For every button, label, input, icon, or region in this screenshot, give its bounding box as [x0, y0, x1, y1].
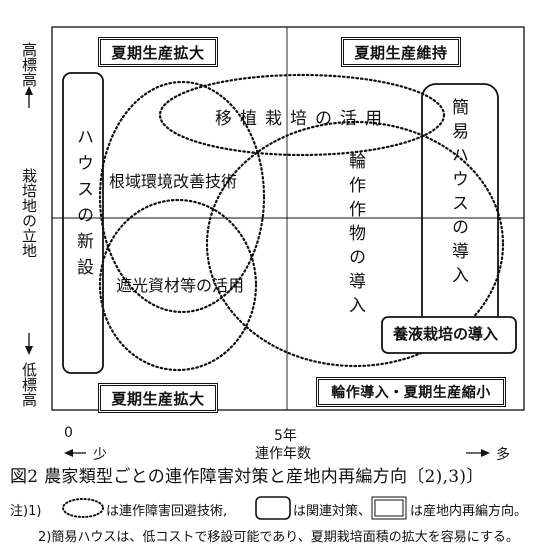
x-axis-origin: 0	[64, 425, 73, 441]
x-axis-tick: 5年	[274, 428, 297, 444]
ellipse-transplant	[158, 73, 446, 157]
diagram-frame	[51, 26, 525, 411]
arrow-down-icon	[25, 346, 33, 355]
ellipse-rotation	[205, 120, 505, 368]
note1-dotted-text: は連作障害回避技術,	[106, 504, 228, 519]
quadrant-label-top-left: 夏期生産拡大	[98, 37, 218, 67]
nutrient-solution-box	[381, 316, 517, 354]
root-zone-label: 根域環境改善技術	[109, 172, 238, 191]
note2-text: 2)簡易ハウスは、低コストで移設可能であり、夏期栽培面積の拡大を容易にする。	[38, 530, 519, 545]
y-axis-bottom-label: 低標高	[20, 362, 38, 407]
nutrient-solution-label: 養液栽培の導入	[393, 325, 499, 343]
figure-title: 図2 農家類型ごとの連作障害対策と産地内再編方向〔2),3)〕	[10, 467, 484, 487]
y-axis-top-label: 高標高	[20, 42, 38, 87]
legend-rounded-box-icon	[255, 496, 291, 520]
quadrant-label-top-right: 夏期生産維持	[341, 37, 461, 67]
house-new-label: ハウスの新設	[73, 128, 93, 284]
x-axis-right-label: 多	[496, 447, 510, 463]
legend-double-box-icon	[371, 496, 407, 520]
ellipse-root-zone	[98, 80, 266, 314]
rotation-label: 輪作作物の導入	[345, 152, 365, 320]
ellipse-shading	[98, 198, 258, 372]
note1-double-text: は産地内再編方向。	[410, 504, 528, 519]
quadrant-label-bottom-left: 夏期生産拡大	[98, 383, 218, 413]
arrow-up-icon	[25, 86, 33, 95]
shading-label: 遮光資材等の活用	[116, 276, 245, 295]
simple-house-label: 簡易ハウスの導入	[448, 98, 468, 290]
quadrant-label-bottom-right: 輪作導入・夏期生産縮小	[316, 377, 506, 407]
arrow-right-icon	[481, 449, 490, 457]
x-axis-label: 連作年数	[255, 446, 311, 462]
legend-dotted-ellipse-icon	[62, 498, 104, 518]
arrow-left-icon	[64, 449, 73, 457]
house-new-box	[62, 72, 104, 374]
y-axis-middle-label: 栽培地の立地	[20, 168, 38, 258]
note1-rounded-text: は関連対策、	[293, 504, 372, 519]
transplant-label: 移植栽培の活用	[215, 109, 390, 129]
x-axis-left-label: 少	[93, 447, 107, 463]
note1-prefix: 注)1)	[10, 504, 42, 519]
